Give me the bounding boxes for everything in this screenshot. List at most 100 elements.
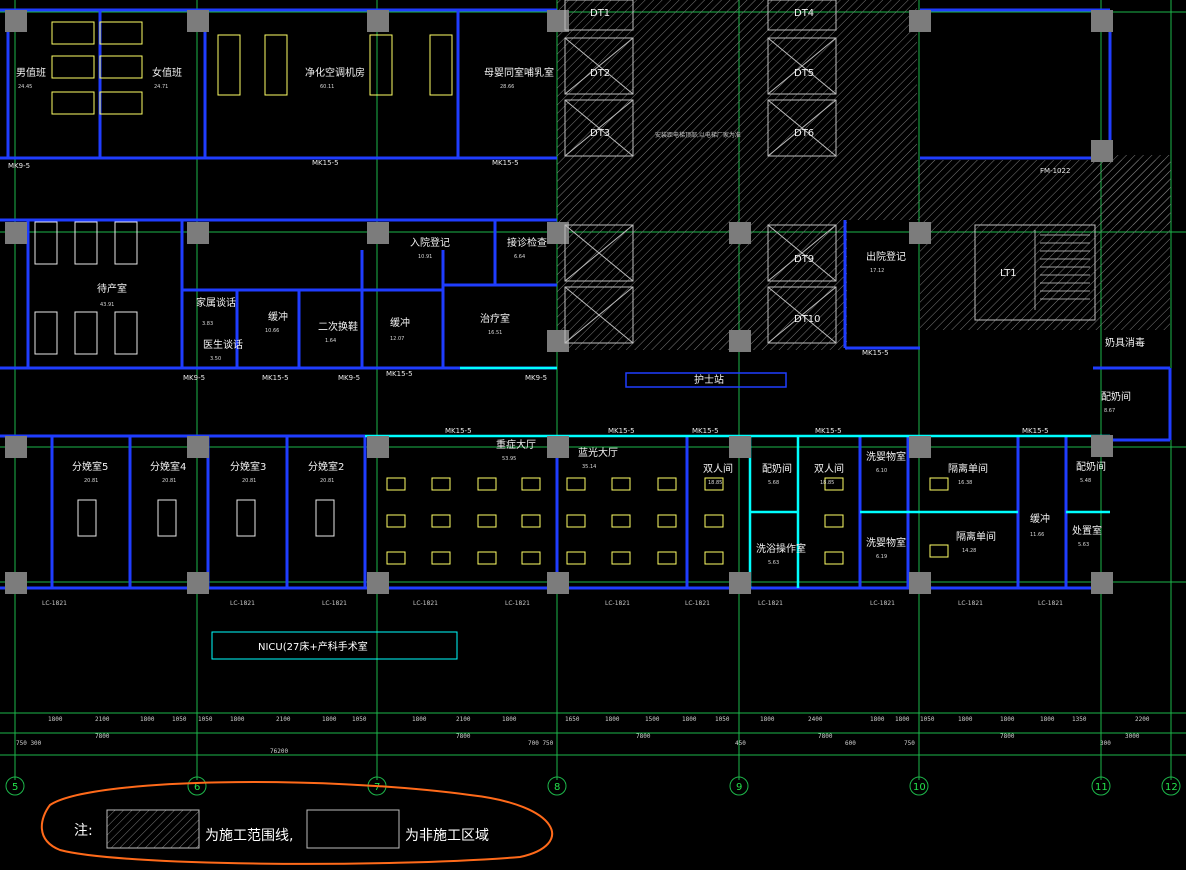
svg-text:1800: 1800	[1000, 716, 1015, 723]
window-tag: LC-1821	[958, 600, 983, 607]
room-area: 20.81	[162, 478, 176, 484]
svg-text:1650: 1650	[565, 716, 580, 723]
door-tag: MK9-5	[338, 374, 360, 382]
legend-note: 注:	[74, 823, 93, 839]
door-tag: MK15-5	[386, 370, 413, 378]
furniture	[51, 21, 949, 565]
room-label: 奶具消毒	[1105, 336, 1145, 349]
door-tag: MK15-5	[262, 374, 289, 382]
svg-text:11: 11	[1095, 782, 1108, 793]
room-label: 隔离单间	[956, 530, 996, 543]
room-area: 60.11	[320, 84, 334, 90]
room-area: 24.45	[18, 84, 32, 90]
legend-blank-swatch	[306, 809, 400, 849]
legend-hatched-text: 为施工范围线,	[205, 827, 293, 844]
door-tag: MK9-5	[525, 374, 547, 382]
legend-hatched-swatch	[106, 809, 200, 849]
room-label: 医生谈话	[203, 338, 243, 351]
door-tag: MK15-5	[445, 427, 472, 435]
room-area: 14.28	[962, 548, 976, 554]
room-area: 3.83	[202, 321, 213, 327]
room-label: 处置室	[1072, 524, 1102, 537]
door-tag: FM-1022	[1040, 167, 1070, 175]
elevator-label: LT1	[1000, 268, 1017, 279]
window-tag: LC-1821	[870, 600, 895, 607]
svg-text:2100: 2100	[456, 716, 471, 723]
room-label: 分娩室5	[72, 460, 108, 473]
elevator-shafts	[564, 0, 1096, 344]
elevator-label: DT4	[794, 8, 814, 19]
svg-text:7800: 7800	[456, 733, 471, 740]
svg-text:1050: 1050	[172, 716, 187, 723]
grid-axis-markers	[5, 776, 1181, 796]
svg-text:2200: 2200	[1135, 716, 1150, 723]
room-area: 6.64	[514, 254, 525, 260]
room-label: 待产室	[97, 282, 127, 295]
svg-text:1800: 1800	[958, 716, 973, 723]
svg-text:700 750: 700 750	[528, 740, 554, 747]
room-area: 18.85	[708, 480, 722, 486]
nurse-station-counter	[625, 372, 787, 388]
svg-text:1800: 1800	[682, 716, 697, 723]
window-tag: LC-1821	[230, 600, 255, 607]
room-area: 20.81	[320, 478, 334, 484]
svg-text:1800: 1800	[48, 716, 63, 723]
room-area: 8.67	[1104, 408, 1115, 414]
elevator-label: DT2	[590, 68, 610, 79]
door-tag: MK9-5	[183, 374, 205, 382]
svg-text:10: 10	[913, 782, 926, 793]
svg-text:1050: 1050	[920, 716, 935, 723]
svg-text:8: 8	[554, 782, 560, 793]
elevator-label: DT10	[794, 314, 821, 325]
room-area: 28.66	[500, 84, 514, 90]
columns	[5, 10, 1113, 594]
door-tag: MK15-5	[608, 427, 635, 435]
room-area: 10.91	[418, 254, 432, 260]
room-label: 洗婴物室	[866, 536, 906, 549]
svg-text:1050: 1050	[715, 716, 730, 723]
room-area: 5.63	[768, 560, 779, 566]
room-area: 6.10	[876, 468, 887, 474]
svg-text:12: 12	[1165, 782, 1178, 793]
svg-text:2100: 2100	[95, 716, 110, 723]
svg-text:7800: 7800	[95, 733, 110, 740]
room-labels: 男值班 24.45 女值班 24.71 净化空调机房 60.11 母婴同室哺乳室…	[16, 66, 1145, 566]
room-label: 配奶间	[762, 462, 792, 475]
elevator-label: DT3	[590, 128, 610, 139]
markup-circle	[40, 781, 553, 865]
svg-text:9: 9	[736, 782, 742, 793]
walls	[0, 8, 1172, 590]
room-area: 5.63	[1078, 542, 1089, 548]
svg-text:1800: 1800	[412, 716, 427, 723]
svg-text:1800: 1800	[140, 716, 155, 723]
room-label: 缓冲	[1030, 512, 1050, 525]
svg-text:750 300: 750 300	[16, 740, 42, 747]
svg-text:1800: 1800	[895, 716, 910, 723]
dimension-row-2: 750 300 7800 7800 700 750 7800 450 7800 …	[16, 733, 1140, 755]
door-tag: MK15-5	[312, 159, 339, 167]
room-label: 双人间	[814, 462, 844, 475]
room-label: 母婴同室哺乳室	[484, 66, 554, 79]
room-label: 蓝光大厅	[578, 446, 618, 459]
grid-axis-labels: 5 6 7 8 9 10 11 12	[12, 782, 1178, 793]
svg-text:1800: 1800	[322, 716, 337, 723]
banner-box	[211, 631, 458, 660]
room-area: 5.68	[768, 480, 779, 486]
svg-text:1800: 1800	[1040, 716, 1055, 723]
room-area: 5.48	[1080, 478, 1091, 484]
elevator-label: DT5	[794, 68, 814, 79]
legend: 注: 为施工范围线, 为非施工区域	[40, 781, 553, 865]
room-label: 入院登记	[410, 236, 450, 249]
door-tag: MK15-5	[692, 427, 719, 435]
room-area: 18.85	[820, 480, 834, 486]
svg-text:1350: 1350	[1072, 716, 1087, 723]
svg-text:2100: 2100	[276, 716, 291, 723]
door-tag: MK15-5	[815, 427, 842, 435]
room-label: 双人间	[703, 462, 733, 475]
shaft-note: 安装距电梯顶部,以电梯厂家为准	[655, 131, 741, 139]
room-area: 11.66	[1030, 532, 1044, 538]
window-tag: LC-1821	[758, 600, 783, 607]
room-area: 24.71	[154, 84, 168, 90]
room-label: 出院登记	[866, 250, 906, 263]
